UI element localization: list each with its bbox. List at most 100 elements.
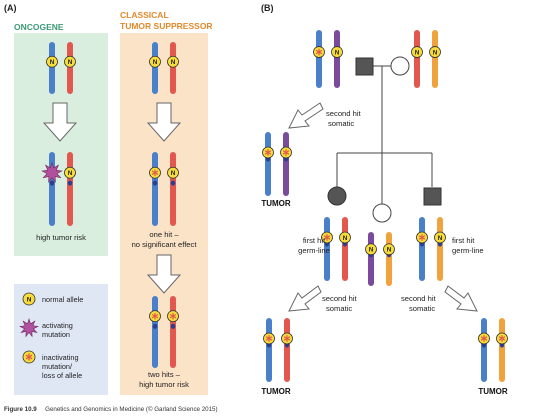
suppressor-header-line1: CLASSICAL	[120, 10, 169, 20]
inactivating-asterisk-icon	[264, 149, 272, 156]
first-hit-line2: germ-line	[452, 246, 484, 255]
son-chromosome-pair: N	[416, 217, 446, 281]
pedigree-lines	[336, 65, 433, 204]
second-hit-line2: somatic	[409, 304, 435, 313]
caption-text: Genetics and Genomics in Medicine (© Gar…	[45, 406, 217, 413]
diagonal-arrow	[288, 102, 324, 129]
chromosome	[167, 296, 179, 368]
allele-marker	[46, 55, 58, 68]
legend-inactivating-line1: inactivating	[42, 353, 79, 362]
oncogene-risk-label: high tumor risk	[36, 233, 86, 242]
second-hit-line1: second hit	[322, 294, 358, 303]
affected-son-square	[423, 187, 442, 206]
chromosome	[280, 132, 292, 196]
centromere	[49, 180, 55, 186]
chromosome-arm	[284, 318, 290, 382]
son-tumor-pair	[478, 318, 508, 382]
chromosome: N	[167, 152, 179, 226]
chromosome	[263, 318, 275, 382]
normal-allele-symbol: N	[50, 59, 55, 66]
activating-star-icon	[41, 161, 63, 184]
normal-allele-symbol: N	[171, 170, 176, 177]
legend-normal-label: normal allele	[42, 295, 83, 304]
suppressor-two-hit-pair	[149, 296, 179, 368]
chromosome	[478, 318, 490, 382]
normal-allele-symbol: N	[438, 235, 443, 242]
chromosome	[41, 152, 63, 226]
activating-star-icon	[19, 317, 39, 338]
chromosome-arm	[432, 30, 438, 88]
diagonal-arrow	[444, 285, 478, 312]
oncogene-panel	[14, 33, 108, 256]
chromosome-arm	[342, 217, 348, 281]
allele-marker	[64, 166, 76, 179]
chromosome-arm	[334, 30, 340, 88]
chromosome-arm	[499, 318, 505, 382]
chromosome-arm	[316, 30, 322, 88]
tumor-label: TUMOR	[261, 199, 291, 208]
chromosome-arm	[170, 152, 176, 226]
chromosome-arm	[437, 217, 443, 281]
panel-a-label: (A)	[4, 3, 17, 13]
chromosome-arm	[170, 296, 176, 368]
first-hit-line1: first hit	[452, 236, 475, 245]
chromosome-arm	[386, 232, 392, 286]
legend-activating-line2: mutation	[42, 330, 70, 339]
oncogene-activated-pair: N	[41, 152, 76, 226]
chromosome	[149, 296, 161, 368]
chromosome	[281, 318, 293, 382]
allele-marker	[64, 55, 76, 68]
down-arrow	[146, 254, 182, 294]
affected-father-square	[355, 57, 374, 76]
chromosome	[496, 318, 508, 382]
allele-marker	[365, 243, 377, 256]
chromosome	[416, 217, 428, 281]
affected-daughter-circle	[327, 186, 347, 206]
chromosome	[262, 132, 274, 196]
second-hit-line2: somatic	[328, 119, 354, 128]
unaffected-mother-circle	[390, 56, 410, 76]
normal-allele-symbol: N	[343, 235, 348, 242]
chromosome	[321, 217, 333, 281]
inactivating-asterisk-icon	[283, 335, 291, 342]
allele-marker	[434, 231, 446, 244]
two-hits-line2: high tumor risk	[139, 380, 189, 389]
father-tumor-pair	[262, 132, 292, 196]
inactivating-asterisk-icon	[282, 149, 290, 156]
inactivating-asterisk-icon	[418, 234, 426, 241]
normal-allele-symbol: N	[171, 59, 176, 66]
allele-marker	[167, 166, 179, 179]
inactivating-asterisk-icon	[151, 169, 159, 177]
daughter-tumor-pair	[263, 318, 293, 382]
chromosome-arm	[283, 132, 289, 196]
legend-inactivating: inactivating mutation/ loss of allele	[22, 350, 82, 380]
chromosome: N	[434, 217, 446, 281]
chromosome	[313, 30, 325, 88]
panel-b-label: (B)	[261, 3, 274, 13]
legend-n-symbol: N	[27, 297, 32, 304]
legend-inactivating-line3: loss of allele	[42, 371, 82, 380]
chromosome-arm	[266, 318, 272, 382]
inactivating-asterisk-icon	[151, 312, 159, 320]
allele-marker	[383, 243, 395, 256]
figure-caption: Figure 10.9 Genetics and Genomics in Med…	[4, 398, 218, 415]
centromere	[170, 323, 176, 329]
suppressor-header-line2: TUMOR SUPPRESSOR	[120, 21, 213, 31]
second-hit-line2: somatic	[326, 304, 352, 313]
second-hit-line1: second hit	[401, 294, 437, 303]
chromosome: N	[429, 30, 441, 88]
centromere	[170, 180, 176, 186]
allele-marker	[331, 46, 343, 58]
chromosome-arm	[67, 42, 73, 94]
down-arrow	[42, 102, 78, 142]
inactivating-asterisk-icon	[323, 234, 331, 241]
suppressor-panel	[120, 33, 208, 395]
normal-allele-symbol: N	[415, 49, 420, 56]
inactivating-asterisk-icon	[315, 48, 323, 56]
caption-prefix: Figure 10.9	[4, 406, 37, 413]
inactivating-asterisk-icon	[265, 335, 273, 342]
legend-activating-line1: activating	[42, 321, 73, 330]
